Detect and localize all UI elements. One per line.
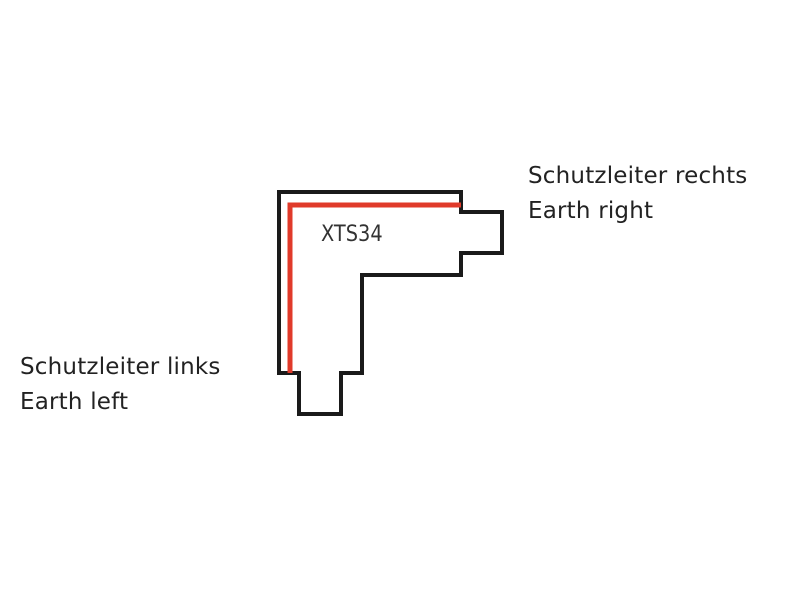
- earth-right-label-english: Earth right: [528, 198, 654, 224]
- earth-conductor-line: [287, 202, 461, 373]
- earth-left-label-german: Schutzleiter links: [20, 354, 221, 380]
- earth-right-label: Schutzleiter rechts Earth right: [528, 159, 747, 229]
- part-code-label: XTS34: [321, 222, 383, 247]
- earth-right-label-german: Schutzleiter rechts: [528, 163, 748, 189]
- connector-outline: [277, 190, 504, 416]
- earth-left-label: Schutzleiter links Earth left: [20, 350, 221, 420]
- earth-left-label-english: Earth left: [20, 389, 129, 415]
